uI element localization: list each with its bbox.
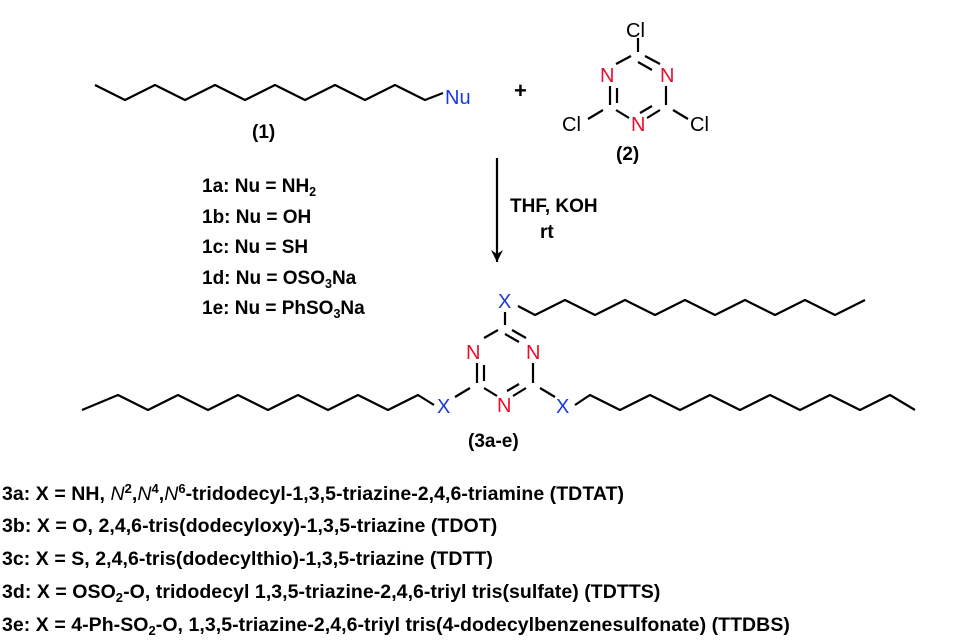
x-group-left: X	[437, 396, 450, 418]
chloro-right: Cl	[690, 114, 709, 136]
product-3c: 3c: X = S, 2,4,6-tris(dodecylthio)-1,3,5…	[2, 548, 493, 570]
conditions-solvent-base: THF, KOH	[510, 196, 598, 217]
nitrogen-left: N	[600, 65, 614, 87]
nitrogen-ring-left: N	[466, 342, 480, 364]
nucleophile-1b: 1b: Nu = OH	[202, 207, 312, 228]
nitrogen-ring-bottom: N	[497, 395, 511, 417]
product-3d: 3d: X = OSO2-O, tridodecyl 1,3,5-triazin…	[2, 581, 661, 605]
product-3b: 3b: X = O, 2,4,6-tris(dodecyloxy)-1,3,5-…	[2, 515, 498, 537]
nitrogen-right: N	[660, 65, 674, 87]
x-group-right: X	[556, 396, 569, 418]
dodecyl-chain-left	[81, 393, 435, 412]
cyanuric-chloride: Cl N N N Cl Cl	[562, 20, 709, 136]
nucleophile-1a: 1a: Nu = NH2	[202, 176, 317, 199]
nitrogen-ring-right: N	[526, 342, 540, 364]
nucleophile-1d: 1d: Nu = OSO3Na	[202, 268, 357, 291]
conditions-temperature: rt	[540, 222, 554, 243]
compound-1-label: (1)	[252, 122, 275, 143]
x-group-top: X	[498, 291, 511, 313]
chloro-left: Cl	[562, 114, 581, 136]
nucleophile-1e: 1e: Nu = PhSO3Na	[202, 298, 365, 321]
chloro-top: Cl	[626, 20, 645, 42]
nucleophile-1c: 1c: Nu = SH	[202, 237, 309, 258]
product-3e: 3e: X = 4-Ph-SO2-O, 1,3,5-triazine-2,4,6…	[2, 614, 790, 638]
reaction-scheme: Nu (1) + Cl N N N Cl Cl (2) THF, KOH rt …	[81, 20, 916, 452]
plus-sign: +	[514, 78, 527, 103]
compound-3-label: (3a-e)	[468, 431, 519, 452]
product-3a: 3a: X = NH, N2,N4,N6-tridodecyl-1,3,5-tr…	[2, 481, 625, 505]
dodecyl-chain-right	[574, 393, 916, 412]
nu-atom: Nu	[445, 87, 471, 109]
product-triazine: X N N N X X	[437, 291, 569, 418]
dodecyl-chain-top	[517, 298, 866, 317]
nitrogen-bottom: N	[631, 114, 645, 136]
compound-2-label: (2)	[616, 144, 639, 165]
dodecyl-chain-1	[94, 83, 444, 102]
